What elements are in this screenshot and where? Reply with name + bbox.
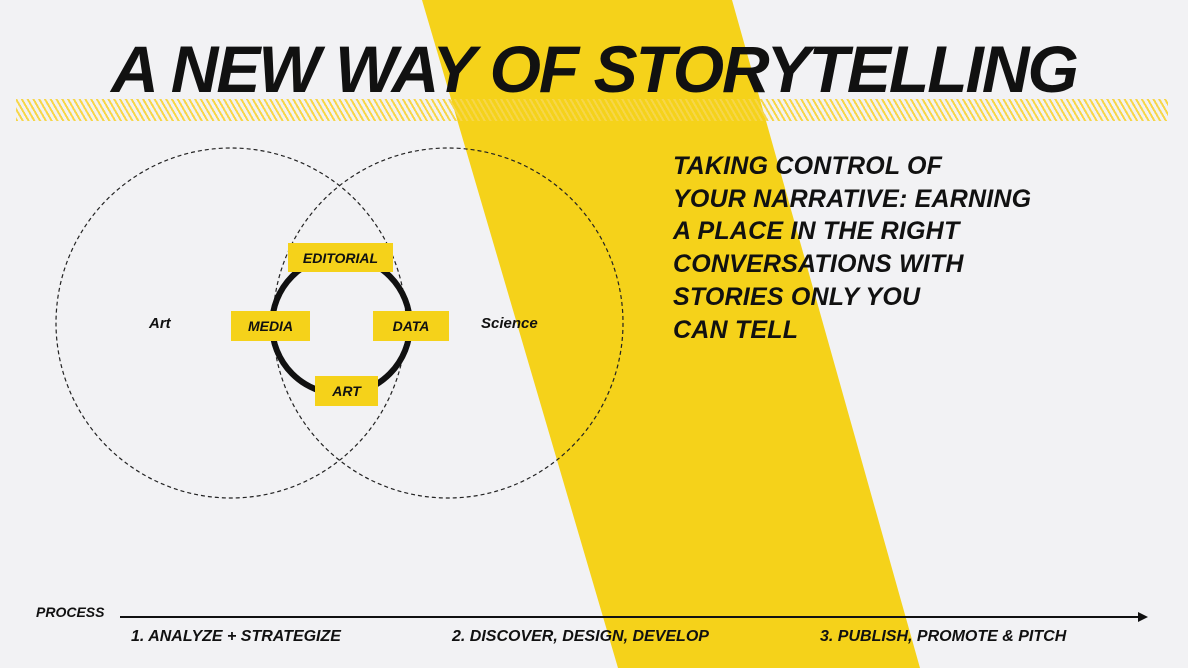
process-step-2: 2. DISCOVER, DESIGN, DEVELOP [452, 628, 709, 645]
process-step-3: 3. PUBLISH, PROMOTE & PITCH [820, 628, 1067, 645]
cycle-tag-editorial: EDITORIAL [288, 243, 393, 272]
tagline-line: YOUR NARRATIVE: EARNING [673, 184, 1032, 213]
arrow-head-icon [1138, 612, 1148, 622]
venn-label-science: Science [481, 315, 538, 332]
tagline: TAKING CONTROL OF YOUR NARRATIVE: EARNIN… [673, 150, 1093, 346]
cycle-tag-data: DATA [373, 311, 449, 341]
tagline-line: A PLACE IN THE RIGHT [673, 217, 960, 246]
cycle-tag-media: MEDIA [231, 311, 310, 341]
process-step-1: 1. ANALYZE + STRATEGIZE [131, 628, 341, 645]
hatched-underline [16, 99, 1168, 121]
tagline-line: STORIES ONLY YOU [673, 282, 921, 311]
process-label: PROCESS [36, 604, 105, 620]
tagline-line: CAN TELL [673, 315, 799, 344]
tagline-line: TAKING CONTROL OF [673, 152, 943, 180]
venn-label-art: Art [149, 315, 171, 332]
cycle-tag-art: ART [315, 376, 378, 406]
slide-title: A NEW WAY OF STORYTELLING [111, 32, 1079, 106]
tagline-line: CONVERSATIONS WITH [673, 250, 964, 279]
